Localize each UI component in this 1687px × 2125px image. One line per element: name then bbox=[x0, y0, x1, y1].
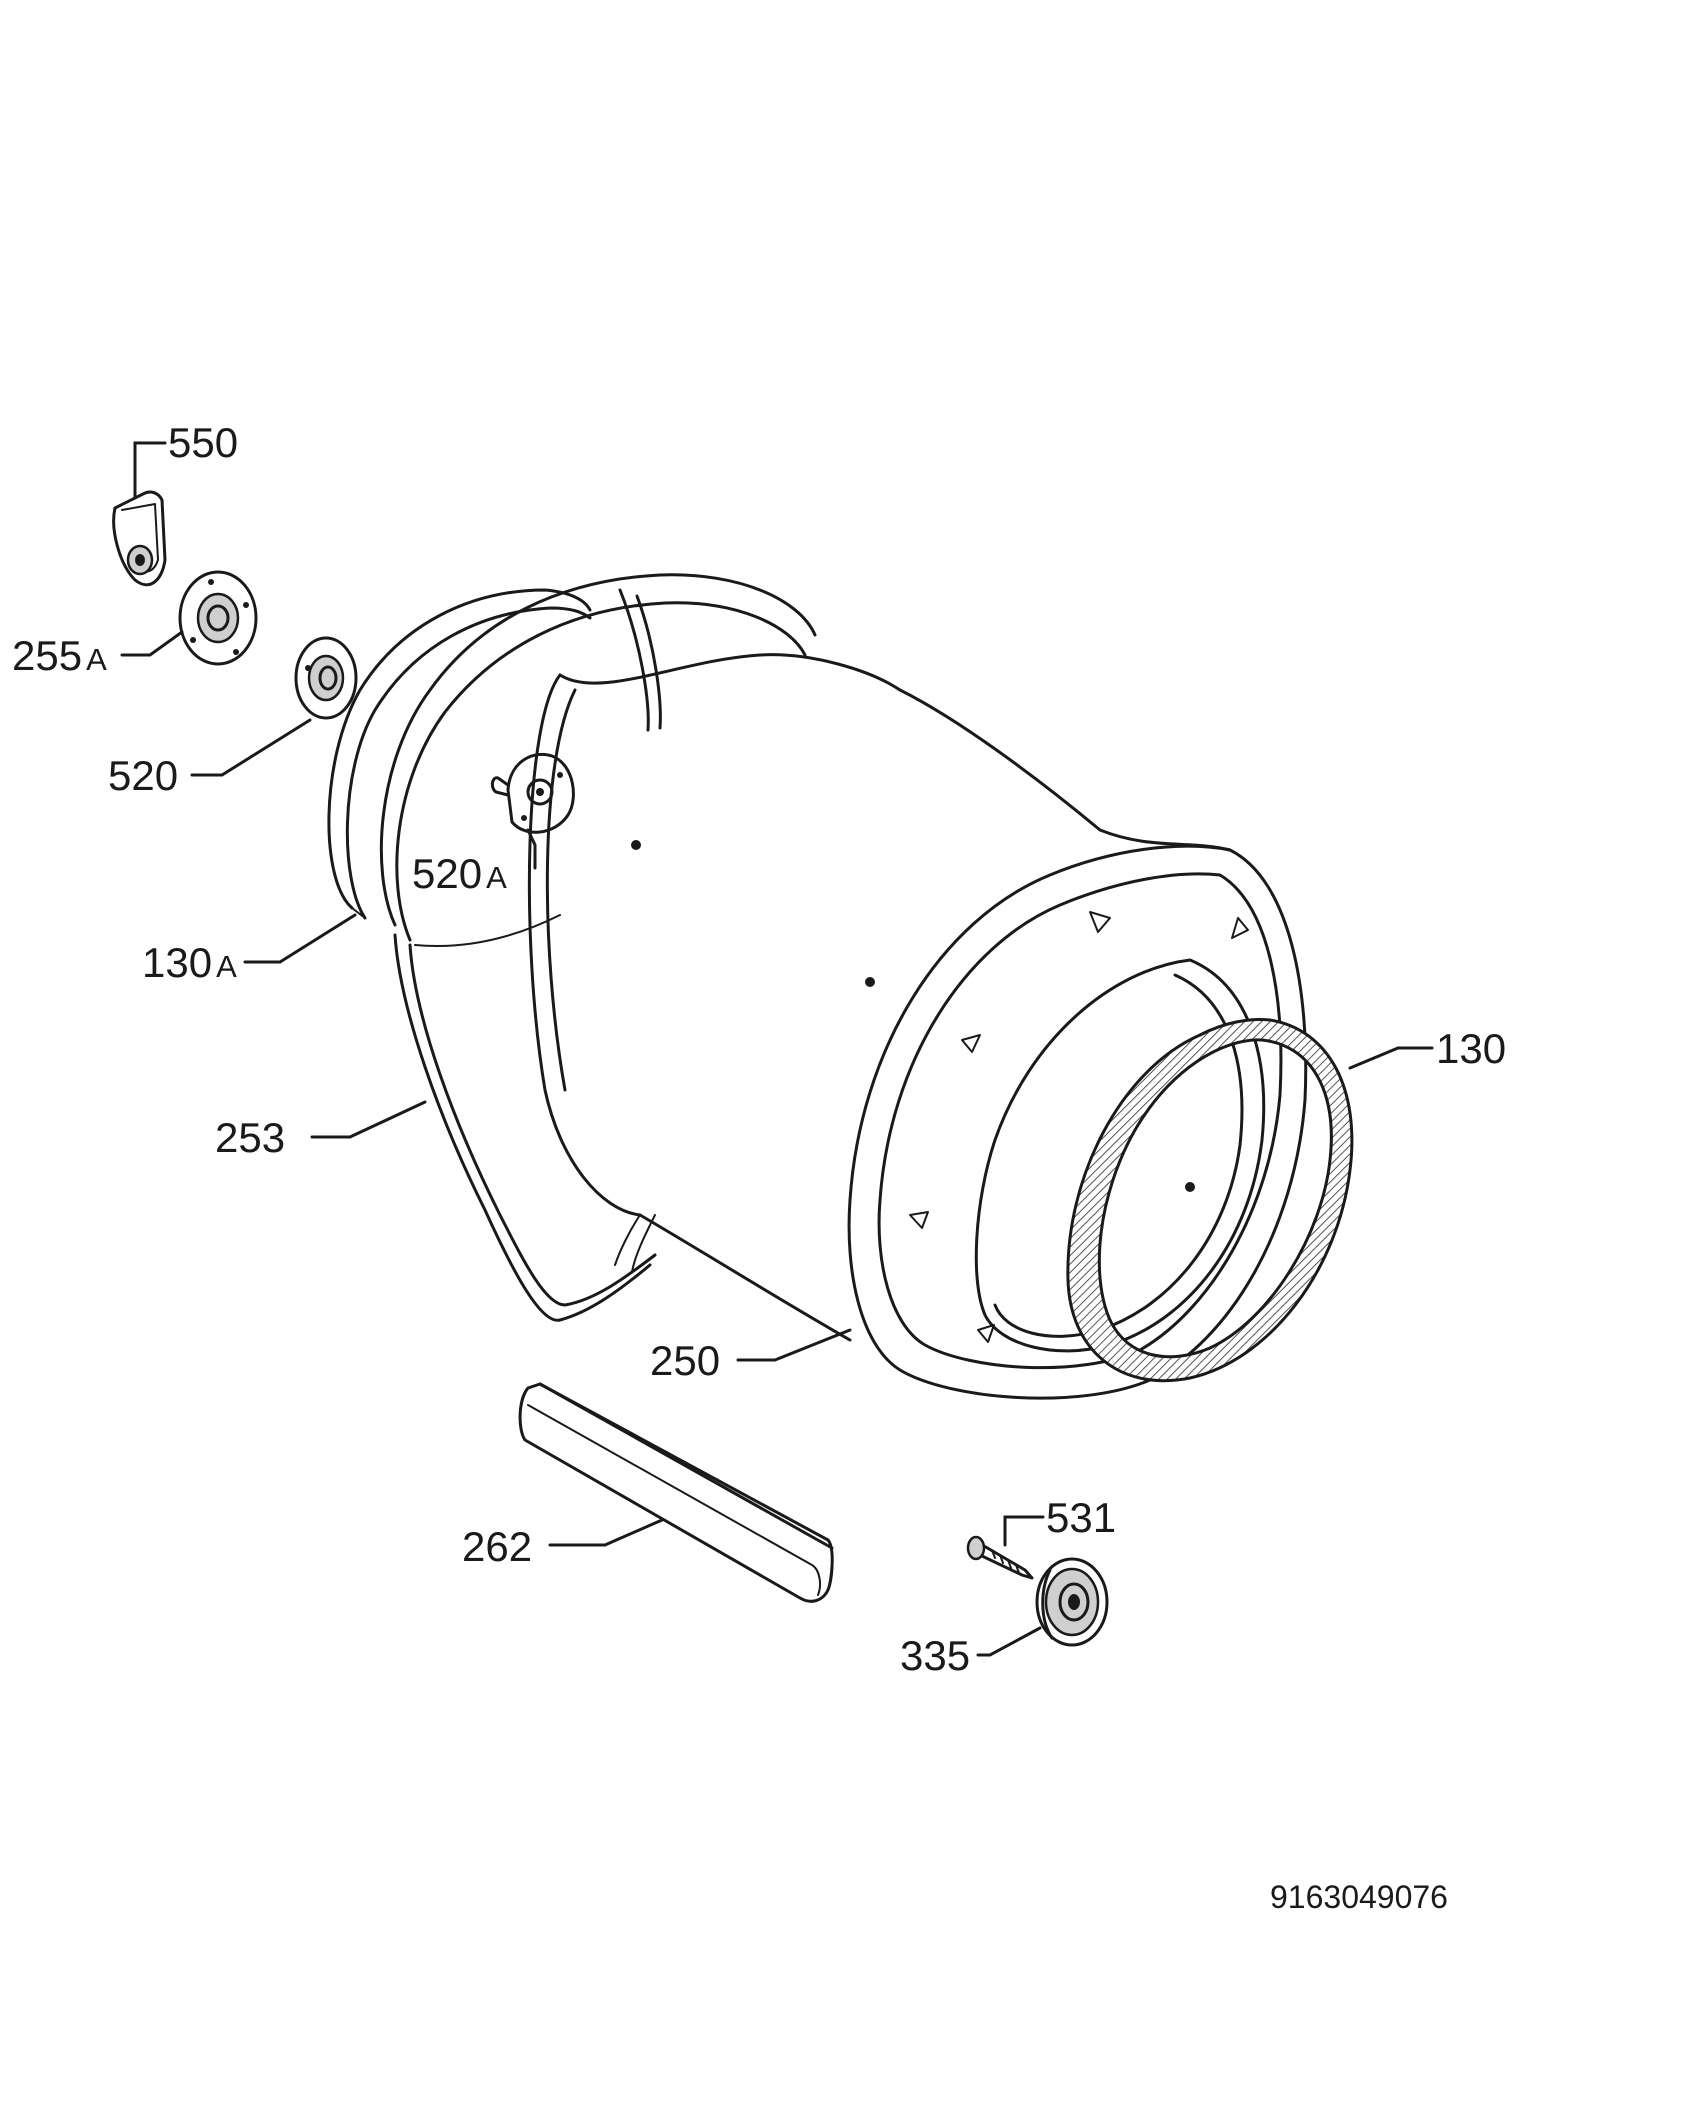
callout-335: 335 bbox=[900, 1632, 970, 1679]
callout-520a: 520 A bbox=[412, 850, 507, 897]
drive-belt-253-part bbox=[393, 933, 657, 1322]
callout-262: 262 bbox=[462, 1523, 532, 1570]
bearing-flange-255a-part bbox=[178, 570, 258, 666]
bracket-550-part bbox=[112, 490, 167, 587]
callout-520a-number: 520 bbox=[412, 850, 482, 897]
leader-550 bbox=[133, 441, 167, 499]
callout-255a: 255 A bbox=[12, 632, 107, 679]
callout-550: 550 bbox=[168, 419, 238, 466]
bearing-520-part bbox=[294, 636, 358, 720]
callout-255a-suffix: A bbox=[86, 642, 107, 677]
drum-shaft-520a-part bbox=[490, 752, 575, 834]
callout-531: 531 bbox=[1046, 1494, 1116, 1541]
screw-531-part bbox=[966, 1535, 1034, 1580]
leader-262 bbox=[548, 1518, 664, 1547]
leader-520a bbox=[526, 828, 537, 870]
callout-250: 250 bbox=[650, 1337, 720, 1384]
front-seal-130-part bbox=[1066, 1018, 1354, 1383]
leader-520 bbox=[190, 718, 312, 777]
leader-250 bbox=[736, 1328, 852, 1362]
callout-520a-suffix: A bbox=[486, 860, 507, 895]
document-number: 9163049076 bbox=[1270, 1879, 1448, 1915]
callout-255a-number: 255 bbox=[12, 632, 82, 679]
drum-250-part bbox=[527, 653, 1232, 1342]
callout-130: 130 bbox=[1436, 1025, 1506, 1072]
rear-seal-130a-part bbox=[327, 588, 592, 920]
rear-drum-rim bbox=[379, 573, 817, 947]
leader-130a bbox=[243, 913, 357, 964]
callout-130a-number: 130 bbox=[142, 939, 212, 986]
callout-520: 520 bbox=[108, 752, 178, 799]
leader-531 bbox=[1003, 1515, 1045, 1547]
leader-335 bbox=[976, 1626, 1042, 1657]
roller-335-part bbox=[1035, 1557, 1109, 1647]
callout-130a-suffix: A bbox=[216, 949, 237, 984]
leader-lines bbox=[120, 441, 1434, 1657]
leader-253 bbox=[310, 1100, 427, 1139]
leader-130 bbox=[1348, 1046, 1434, 1070]
lifter-262-part bbox=[518, 1382, 834, 1603]
leader-255a bbox=[120, 630, 184, 657]
callout-labels: 550 255 A 520 520 A 130 A 253 250 130 26… bbox=[12, 419, 1506, 1679]
callout-130a: 130 A bbox=[142, 939, 237, 986]
callout-253: 253 bbox=[215, 1114, 285, 1161]
